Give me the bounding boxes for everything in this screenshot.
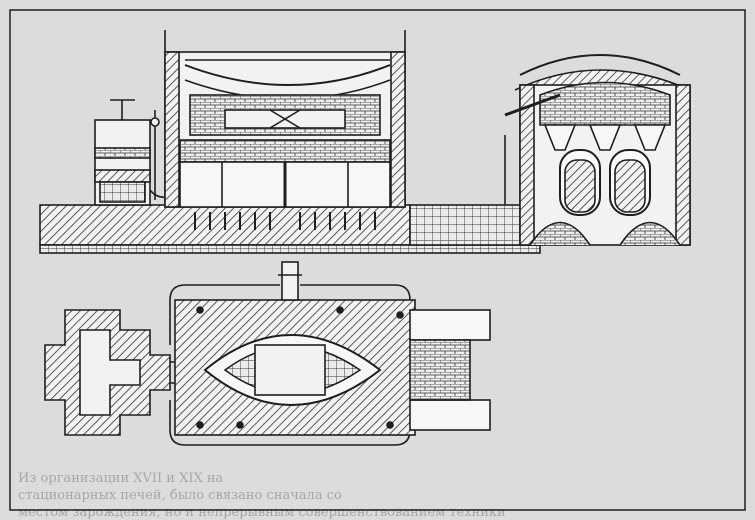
background-line-3: местом зарождения, но и непрерывным сове… [18, 505, 506, 520]
plan-view [44, 261, 491, 446]
background-line-2: стационарных печей, было связано сначала… [18, 488, 342, 503]
cross-section [409, 54, 691, 246]
background-line-1: Из организации XVII и XIX на [18, 471, 224, 486]
longitudinal-section [39, 30, 541, 254]
figure-frame [9, 9, 746, 511]
